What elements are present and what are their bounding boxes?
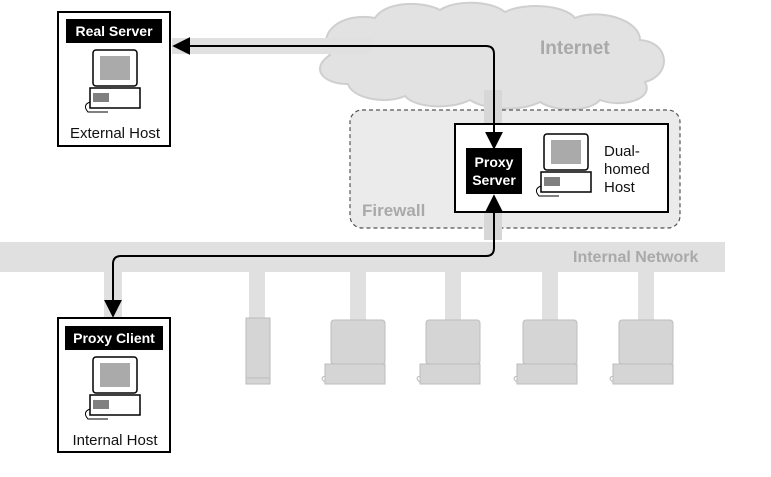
- computer-icon: [513, 270, 578, 385]
- tower-icon: [245, 270, 271, 385]
- proxy-client-caption: Internal Host: [72, 432, 158, 449]
- internal-network-label: Internal Network: [573, 249, 698, 266]
- computer-icon: [321, 270, 386, 385]
- proxy-server-node: Proxy Server Dual- homed Host: [454, 123, 669, 213]
- computer-icon: [609, 270, 674, 385]
- proxy-server-caption-line3: Host: [604, 179, 636, 196]
- proxy-client-badge-label: Proxy Client: [73, 330, 155, 346]
- real-server-badge-label: Real Server: [75, 23, 153, 39]
- real-server-node: Real Server External Host: [57, 11, 171, 147]
- proxy-server-badge-line2: Server: [472, 172, 516, 188]
- computer-icon: [416, 270, 481, 385]
- proxy-server-caption-line1: Dual-: [604, 143, 640, 160]
- proxy-server-caption-line2: homed: [604, 161, 650, 178]
- internet-label: Internet: [540, 38, 610, 59]
- firewall-label: Firewall: [362, 201, 425, 220]
- computer-icon: [535, 133, 592, 197]
- arrow-icon: [172, 37, 503, 150]
- proxy-client-node: Proxy Client Internal Host: [57, 317, 171, 453]
- proxy-server-badge-line1: Proxy: [475, 154, 514, 170]
- real-server-badge: [66, 19, 162, 43]
- real-server-caption: External Host: [70, 125, 161, 142]
- arrow-icon: [104, 194, 503, 318]
- computer-icon: [84, 356, 141, 420]
- computer-icon: [84, 49, 141, 113]
- proxy-server-badge: [466, 148, 522, 194]
- proxy-client-badge: [65, 326, 163, 350]
